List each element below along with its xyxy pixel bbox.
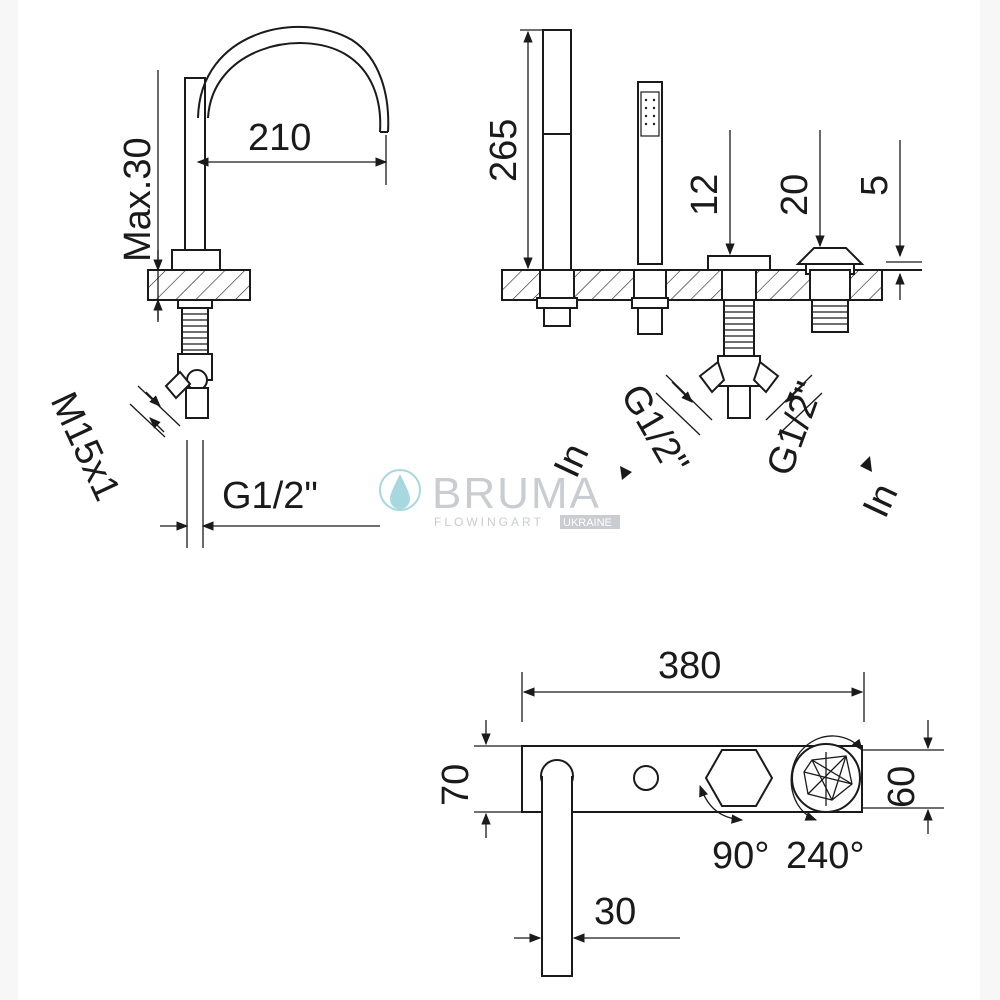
spout-plan <box>541 775 573 977</box>
rotation-left-label: 90° <box>712 835 769 877</box>
spout-diameter-label: 30 <box>594 891 636 933</box>
side-view: Max.30 210 M15x1 G1/2" <box>42 26 390 548</box>
max-deck-label: Max.30 <box>117 137 159 262</box>
threaded-shank <box>181 307 209 355</box>
dim-12-label: 12 <box>684 174 726 216</box>
plan-view: 380 70 60 30 90° 240° <box>435 645 944 977</box>
brand-watermark: BRUMA FLOWINGART UKRAINE <box>379 469 620 529</box>
spout-reach-label: 210 <box>248 117 311 159</box>
rotation-right-label: 240° <box>786 835 865 877</box>
mixer-body <box>717 355 761 387</box>
spout-base <box>171 249 221 271</box>
rotation-arc-left <box>699 784 744 824</box>
spout-arc <box>197 26 390 133</box>
handle-depth-label: 60 <box>881 766 923 808</box>
brand-tag: UKRAINE <box>563 517 612 529</box>
depth-label: 70 <box>435 764 477 806</box>
rotation-arc-right <box>790 735 863 821</box>
height-label: 265 <box>483 119 525 182</box>
left-inlet-arrow <box>620 466 632 480</box>
drop-circle <box>379 469 421 511</box>
dim-20-label: 20 <box>774 174 816 216</box>
hose-connector <box>185 387 209 419</box>
shower-face <box>640 91 660 137</box>
hand-shower-holder <box>542 29 572 271</box>
brand-tag-box <box>560 515 620 529</box>
dim-5-label: 5 <box>854 175 896 196</box>
deck-section-left <box>147 269 251 301</box>
supply-thread-label: G1/2" <box>222 475 318 517</box>
right-inlet-arrow <box>860 456 872 472</box>
brand-tagline: FLOWINGART <box>434 515 544 529</box>
spout-body <box>184 77 206 259</box>
brand-name: BRUMA <box>432 469 601 518</box>
drop-icon <box>390 474 410 509</box>
width-label: 380 <box>658 645 721 687</box>
mixer-handle-cap <box>707 255 771 271</box>
shower-knob <box>633 765 659 791</box>
front-view: 265 12 20 5 G1/2" In G1/2" In <box>483 29 922 524</box>
shank-nut <box>177 299 213 309</box>
